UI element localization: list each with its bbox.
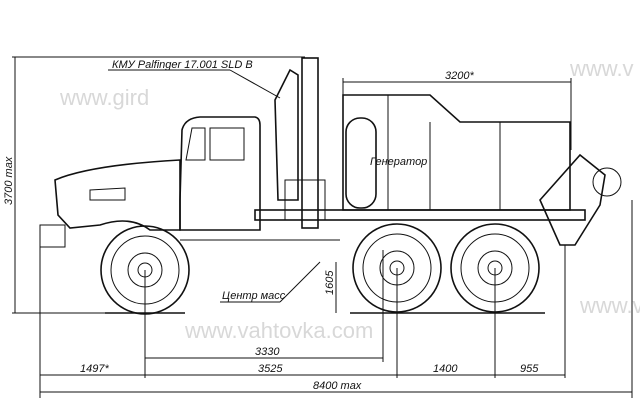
dim-wheelbase: 3525 (258, 363, 283, 375)
crane-label: КМУ Palfinger 17.001 SLD B (112, 59, 253, 71)
dim-height-max: 3700 max (3, 156, 15, 205)
dim-rear-overhang: 955 (520, 363, 539, 375)
body-box (342, 94, 571, 211)
watermark: www.v (579, 293, 640, 318)
watermark: www.v (569, 56, 634, 81)
spare-tire (345, 117, 377, 209)
rear-winch (539, 153, 622, 246)
cab (39, 116, 261, 248)
crane (274, 57, 326, 229)
center-of-mass-label: Центр масс (222, 290, 286, 302)
watermark: www.vahtovka.com (184, 318, 373, 343)
dim-length-max: 8400 max (313, 380, 362, 392)
dim-com-height: 1605 (324, 270, 336, 295)
dim-com-distance: 3330 (255, 346, 280, 358)
dim-rear-axle-spacing: 1400 (433, 363, 458, 375)
dim-body-length: 3200* (445, 70, 474, 82)
watermark: www.gird (59, 85, 149, 110)
extension-lines (39, 200, 633, 398)
generator-label: Генератор (370, 156, 427, 168)
dim-front-overhang: 1497* (80, 363, 109, 375)
